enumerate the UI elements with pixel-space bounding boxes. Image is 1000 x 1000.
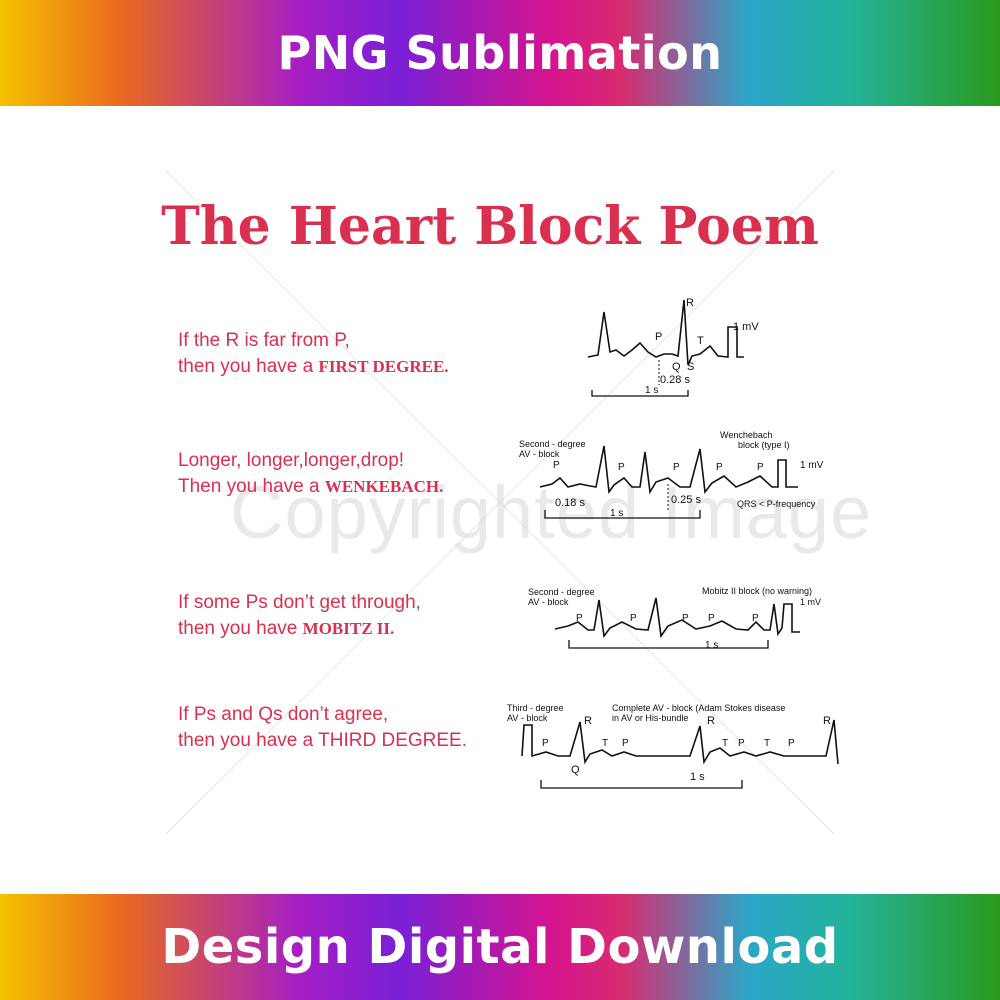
verse-prefix: Then you have a xyxy=(178,476,325,497)
verse-line: then you have a THIRD DEGREE. xyxy=(178,728,467,754)
ecg4-t-label: T xyxy=(722,738,728,749)
verse-prefix: then you have a xyxy=(178,356,319,377)
bottom-banner: Design Digital Download xyxy=(0,894,1000,1000)
ecg-strip-wenkebach: Second - degree AV - block Wenchebach bl… xyxy=(519,430,824,519)
ecg4-r-label: R xyxy=(707,715,715,727)
ecg1-p-label: P xyxy=(655,331,662,343)
verse-prefix: then you have a xyxy=(178,730,319,751)
ecg4-t-label: T xyxy=(602,738,608,749)
ecg-strip-mobitz: Second - degree AV - block Mobitz II blo… xyxy=(528,586,821,651)
ecg4-scale-label: 1 s xyxy=(690,771,705,783)
ecg3-label: Second - degree xyxy=(528,587,595,597)
ecg1-interval-label: 0.28 s xyxy=(660,374,690,386)
ecg2-p-label: P xyxy=(618,462,625,473)
ecg2-mv-label: 1 mV xyxy=(800,460,824,471)
verse-keyword: FIRST DEGREE. xyxy=(318,357,449,376)
ecg-strip-first-degree: R P T Q S 1 mV 0.28 s 1 s xyxy=(587,297,759,397)
ecg1-r-label: R xyxy=(686,297,694,309)
ecg1-mv-label: 1 mV xyxy=(733,321,759,333)
verse-wenkebach: Longer, longer,longer,drop! Then you hav… xyxy=(178,448,443,500)
ecg4-r-label: R xyxy=(584,715,592,727)
ecg1-q-label: Q xyxy=(672,361,681,373)
ecg3-label2: AV - block xyxy=(528,597,569,607)
ecg2-label2: AV - block xyxy=(519,449,560,459)
verse-keyword: WENKEBACH. xyxy=(324,477,444,496)
ecg4-p-label: P xyxy=(788,738,795,749)
top-banner-text: PNG Sublimation xyxy=(277,26,723,80)
ecg2-label: Second - degree xyxy=(519,439,586,449)
ecg2-type2: block (type I) xyxy=(738,440,790,450)
ecg2-p-label: P xyxy=(673,462,680,473)
ecg4-p-label: P xyxy=(622,738,629,749)
ecg4-r-label: R xyxy=(823,715,831,727)
ecg2-p-label: P xyxy=(716,462,723,473)
ecg2-p-label: P xyxy=(553,460,560,471)
ecg-strip-third-degree: Third - degree AV - block Complete AV - … xyxy=(507,703,839,789)
verse-first-degree: If the R is far from P, then you have a … xyxy=(178,328,449,380)
ecg2-interval-2: 0.25 s xyxy=(671,494,701,506)
poem-title: The Heart Block Poem xyxy=(161,196,819,257)
ecg4-type: Complete AV - block (Adam Stokes disease xyxy=(612,703,785,713)
ecg3-p-label: P xyxy=(576,613,583,624)
verse-mobitz: If some Ps don’t get through, then you h… xyxy=(178,590,421,642)
ecg4-type2: in AV or His-bundle xyxy=(612,713,688,723)
verse-keyword: MOBITZ II. xyxy=(302,619,395,638)
ecg3-type: Mobitz II block (no warning) xyxy=(702,586,812,596)
ecg3-p-label: P xyxy=(752,613,759,624)
ecg2-type: Wenchebach xyxy=(720,430,772,440)
ecg4-label2: AV - block xyxy=(507,713,548,723)
ecg1-scale-label: 1 s xyxy=(645,385,658,396)
ecg1-t-label: T xyxy=(697,335,704,347)
ecg2-p-label: P xyxy=(757,462,764,473)
verse-keyword: THIRD DEGREE. xyxy=(318,730,468,751)
verse-third-degree: If Ps and Qs don’t agree, then you have … xyxy=(178,702,467,754)
ecg3-mv-label: 1 mV xyxy=(800,597,821,607)
ecg4-label: Third - degree xyxy=(507,703,564,713)
verse-line: Longer, longer,longer,drop! xyxy=(178,450,405,471)
ecg3-p-label: P xyxy=(708,613,715,624)
verse-line: If the R is far from P, xyxy=(178,330,350,351)
verse-prefix: then you have xyxy=(178,618,303,639)
verse-line: then you have MOBITZ II. xyxy=(178,616,421,642)
ecg4-q-label: Q xyxy=(571,764,580,776)
verse-line: If some Ps don’t get through, xyxy=(178,592,421,613)
ecg3-scale-label: 1 s xyxy=(705,640,718,651)
ecg2-scale-label: 1 s xyxy=(610,508,623,519)
ecg4-p-label: P xyxy=(542,738,549,749)
ecg3-p-label: P xyxy=(630,613,637,624)
top-banner: PNG Sublimation xyxy=(0,0,1000,106)
verse-line: Then you have a WENKEBACH. xyxy=(178,474,443,500)
ecg2-interval-1: 0.18 s xyxy=(555,497,585,509)
verse-line: If Ps and Qs don’t agree, xyxy=(178,704,389,725)
ecg1-s-label: S xyxy=(687,361,694,373)
ecg2-note: QRS < P-frequency xyxy=(737,499,816,509)
ecg3-p-label: P xyxy=(682,613,689,624)
ecg4-t-label: T xyxy=(764,738,770,749)
bottom-banner-text: Design Digital Download xyxy=(161,919,839,975)
verse-line: then you have a FIRST DEGREE. xyxy=(178,354,449,380)
ecg4-p-label: P xyxy=(738,738,745,749)
